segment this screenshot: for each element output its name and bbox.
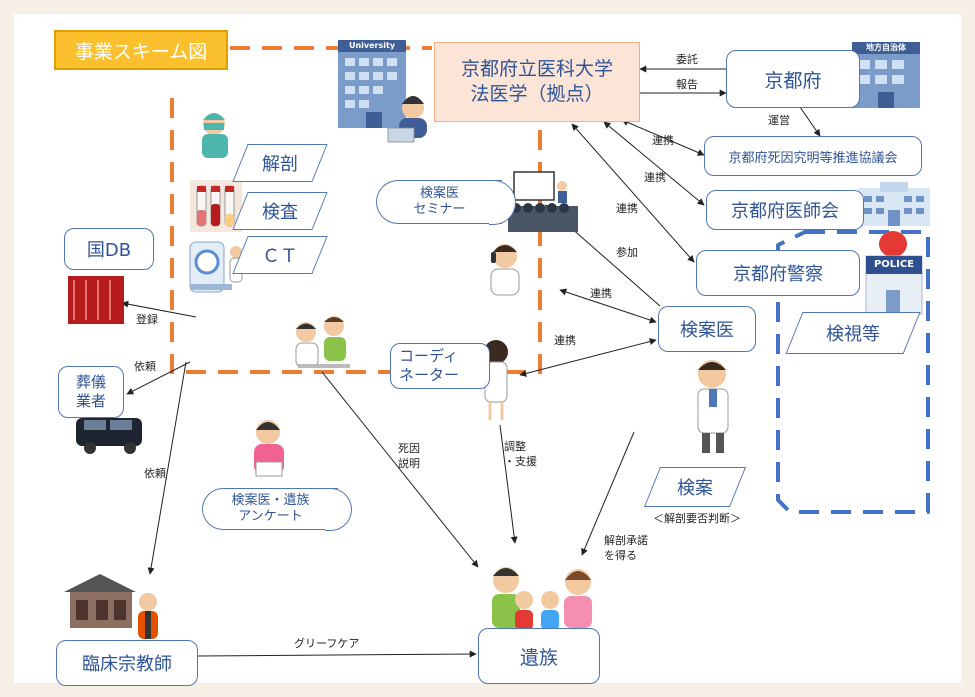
- label-cooperate-coord: 連携: [554, 334, 576, 347]
- label-cause: 死因説明: [398, 442, 420, 472]
- label-request-chaplain: 依頼: [144, 467, 166, 480]
- hub-line1: 京都府立医科大学: [460, 58, 613, 81]
- edge-cause: [321, 371, 479, 568]
- node-survey[interactable]: 検案医・遺族アンケート: [202, 487, 352, 531]
- edge-request-chaplain: [147, 361, 187, 575]
- local-gov-sign: 地方自治体: [866, 43, 906, 52]
- seminar-line1: 検案医: [419, 186, 459, 202]
- node-funeral[interactable]: 葬儀 業者: [58, 366, 124, 418]
- node-kenan-label: 検案: [677, 478, 713, 499]
- seminar-icon: [508, 171, 578, 232]
- label-cooperate-police: 連携: [616, 202, 638, 215]
- police-dashed-region: [776, 230, 930, 514]
- cause-line1: 死因: [398, 442, 420, 455]
- edge-operate: [799, 106, 821, 137]
- survey-line1: 検案医・遺族: [231, 493, 310, 509]
- family-icon: [492, 567, 592, 630]
- hub-node[interactable]: 京都府立医科大学 法医学（拠点）: [434, 42, 640, 122]
- label-register: 登録: [136, 313, 158, 326]
- node-coordinator[interactable]: コーディ ネーター: [390, 343, 490, 389]
- node-seminar[interactable]: 検案医セミナー: [376, 179, 516, 225]
- coordinator-icon: [484, 340, 508, 420]
- funeral-line2: 業者: [75, 392, 106, 410]
- coordinator-line1: コーディ: [399, 346, 458, 365]
- phone-doctor-icon: [490, 244, 520, 296]
- edge-consent: [581, 431, 635, 556]
- edge-coord-link: [519, 338, 657, 377]
- node-examiner[interactable]: 検案医: [658, 306, 756, 352]
- node-council[interactable]: 京都府死因究明等推進協議会: [704, 136, 922, 176]
- edge-request-funeral: [126, 361, 191, 395]
- hospital-icon: [858, 182, 930, 226]
- node-autopsy-label: 解剖: [262, 154, 298, 175]
- adjust-line2: ・支援: [504, 454, 537, 468]
- survey-line2: アンケート: [238, 509, 303, 524]
- kenan-note: ＜解剖要否判断＞: [653, 512, 741, 525]
- university-icon: [338, 40, 406, 128]
- node-kyoto-pref[interactable]: 京都府: [726, 50, 860, 108]
- consultation-icon: [295, 316, 350, 368]
- node-chaplain[interactable]: 臨床宗教師: [56, 640, 198, 686]
- test-tubes-icon: [190, 180, 242, 232]
- node-inspection[interactable]: 検視等: [794, 312, 912, 354]
- funeral-line1: 葬儀: [75, 373, 106, 392]
- operator-icon: [387, 96, 427, 143]
- server-db-icon: [68, 276, 124, 324]
- node-test-label: 検査: [262, 202, 298, 223]
- node-seminar-label: 検案医セミナー: [413, 186, 465, 217]
- hub-line2: 法医学（拠点）: [470, 83, 604, 105]
- node-inspection-label: 検視等: [826, 324, 880, 345]
- consent-line1: 解剖承諾: [604, 534, 648, 547]
- police-sign: POLICE: [873, 259, 915, 270]
- car-icon: [76, 418, 142, 454]
- node-ct-label: ＣＴ: [262, 246, 298, 267]
- label-cooperate-medassoc: 連携: [644, 171, 666, 184]
- node-medical-assoc[interactable]: 京都府医師会: [706, 190, 864, 230]
- edge-phone-link: [559, 288, 657, 324]
- police-icon: [865, 231, 923, 315]
- edge-grief-care: [197, 650, 477, 658]
- label-adjust: 調整・支援: [504, 440, 537, 470]
- temple-icon: [64, 574, 136, 628]
- node-police-dept[interactable]: 京都府警察: [696, 250, 860, 296]
- label-request-funeral: 依頼: [134, 360, 156, 373]
- label-participate: 参加: [616, 246, 638, 259]
- local-gov-icon: [852, 42, 920, 108]
- node-national-db[interactable]: 国DB: [64, 228, 154, 270]
- survey-writer-icon: [254, 420, 284, 477]
- node-survey-label: 検案医・遺族アンケート: [231, 493, 309, 524]
- label-cooperate-phone: 連携: [590, 287, 612, 300]
- label-operate: 運営: [768, 114, 790, 127]
- edge-register: [121, 300, 197, 318]
- examiner-doctor-icon: [697, 360, 729, 453]
- label-grief-care: グリーフケア: [294, 637, 360, 650]
- node-test[interactable]: 検査: [240, 192, 320, 230]
- label-cooperate-council: 連携: [652, 134, 674, 147]
- label-entrust: 委託: [676, 53, 698, 66]
- scheme-title: 事業スキーム図: [54, 30, 228, 70]
- seminar-line2: セミナー: [413, 202, 466, 217]
- coordinator-line2: ネーター: [399, 366, 460, 384]
- cause-line2: 説明: [398, 456, 420, 470]
- surgeon-icon: [202, 113, 228, 158]
- consent-line2: を得る: [604, 548, 637, 562]
- node-family[interactable]: 遺族: [478, 628, 600, 684]
- adjust-line1: 調整: [504, 440, 526, 453]
- node-autopsy[interactable]: 解剖: [240, 144, 320, 182]
- monk-icon: [138, 593, 158, 639]
- node-ct[interactable]: ＣＴ: [240, 236, 320, 274]
- ct-scanner-icon: [189, 241, 243, 293]
- edge-adjust: [499, 424, 518, 544]
- university-sign: University: [348, 41, 396, 50]
- edge-police-link: [571, 123, 695, 263]
- node-kenan[interactable]: 検案: [652, 467, 738, 507]
- label-report: 報告: [676, 78, 698, 91]
- label-consent: 解剖承諾を得る: [604, 534, 648, 564]
